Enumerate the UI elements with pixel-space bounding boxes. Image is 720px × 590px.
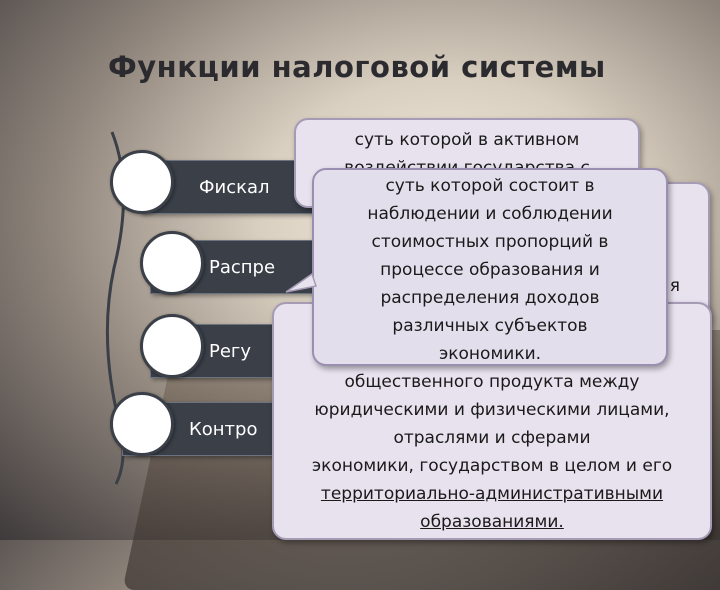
callout-line: юридическими и физическими лицами,: [314, 400, 670, 420]
callout-partial-text: я: [669, 276, 680, 296]
function-label: Контро: [189, 418, 258, 440]
callout-tail: [285, 272, 317, 293]
bullet-circle: [110, 150, 174, 214]
callout-line: различных субъектов: [392, 316, 588, 336]
callout-line: общественного продукта между: [344, 372, 640, 392]
callout-line: территориально-административными: [320, 484, 664, 504]
callout-line: отраслями и сферами: [393, 428, 591, 448]
bullet-circle: [110, 392, 174, 456]
function-label: Распре: [209, 256, 276, 278]
function-label: Фискал: [199, 176, 270, 198]
callout-line: экономики.: [438, 344, 542, 364]
callout-line: суть которой в активном: [354, 130, 580, 150]
callout-line: образованиями.: [420, 512, 564, 532]
callout-line: стоимостных пропорций в: [371, 232, 609, 252]
callout-line: экономики, государством в целом и его: [311, 456, 673, 476]
bullet-circle: [140, 314, 204, 378]
callout-line: процессе образования и: [380, 260, 600, 280]
bullet-circle: [140, 231, 204, 295]
callout-control: суть которой состоит в наблюдении и собл…: [312, 168, 668, 366]
callout-line: распределения доходов: [380, 288, 600, 308]
page-title: Функции налоговой системы: [108, 50, 606, 84]
function-label: Регу: [209, 340, 252, 362]
callout-line: наблюдении и соблюдении: [367, 204, 613, 224]
callout-line: суть которой состоит в: [385, 176, 595, 196]
